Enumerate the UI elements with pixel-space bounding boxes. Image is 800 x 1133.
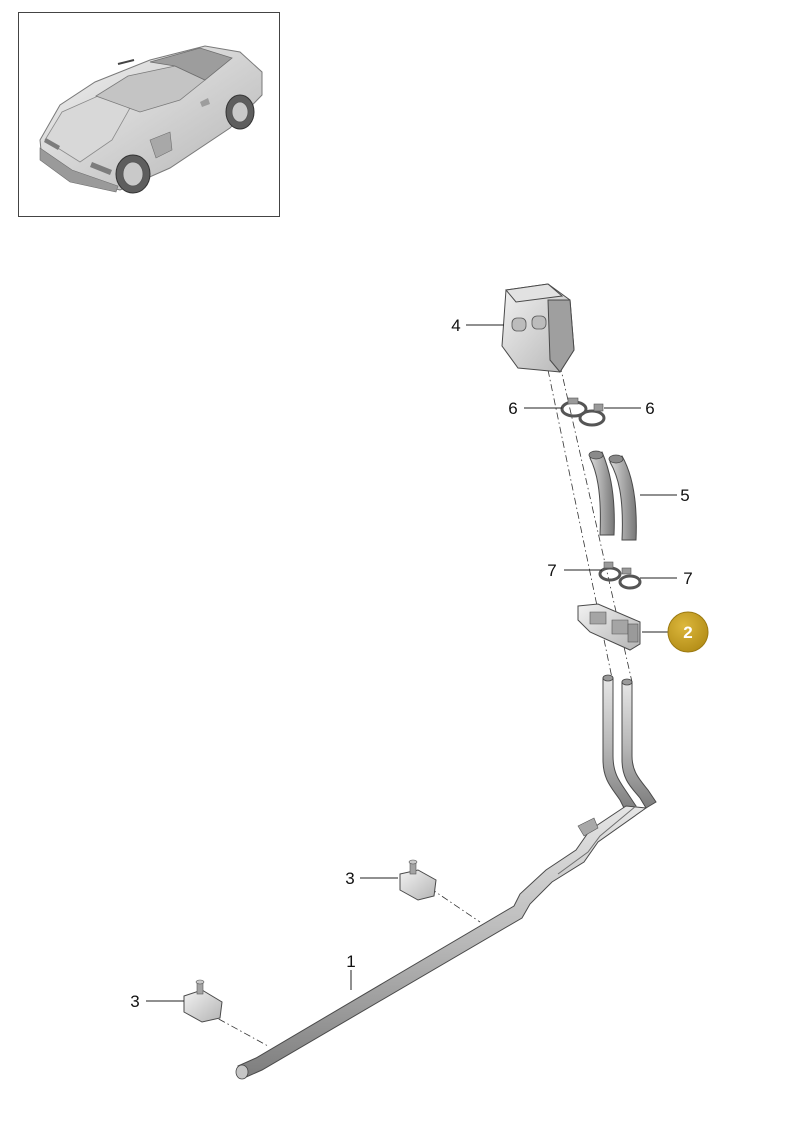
part-6-clamps: [560, 397, 606, 427]
callout-5: 5: [680, 486, 689, 505]
part-2-bracket: [577, 603, 641, 651]
callout-3-lower: 3: [130, 992, 139, 1011]
part-3-pipe-clip-upper: [399, 859, 437, 901]
callout-1: 1: [346, 952, 355, 971]
part-5-hoses: [588, 450, 637, 541]
part-3-pipe-clip-lower: [183, 979, 223, 1023]
leader-lines: [146, 324, 677, 1002]
callout-3-upper: 3: [345, 869, 354, 888]
vehicle-thumbnail: [18, 12, 280, 217]
part-1-coolant-pipe: [235, 674, 657, 1080]
callout-2-badge[interactable]: 2: [667, 611, 709, 653]
callout-4: 4: [451, 316, 460, 335]
callout-labels: 4 6 6 5 7 7 3 3 1: [130, 316, 692, 1011]
callout-2: 2: [683, 623, 692, 642]
callout-7-right: 7: [683, 569, 692, 588]
callout-6-left: 6: [508, 399, 517, 418]
part-7-clamps: [598, 561, 642, 590]
car-illustration: [39, 45, 263, 194]
callout-7-left: 7: [547, 561, 556, 580]
assembly-lines: [205, 364, 633, 1047]
part-4-heat-exchanger: [501, 283, 575, 373]
callout-6-right: 6: [645, 399, 654, 418]
